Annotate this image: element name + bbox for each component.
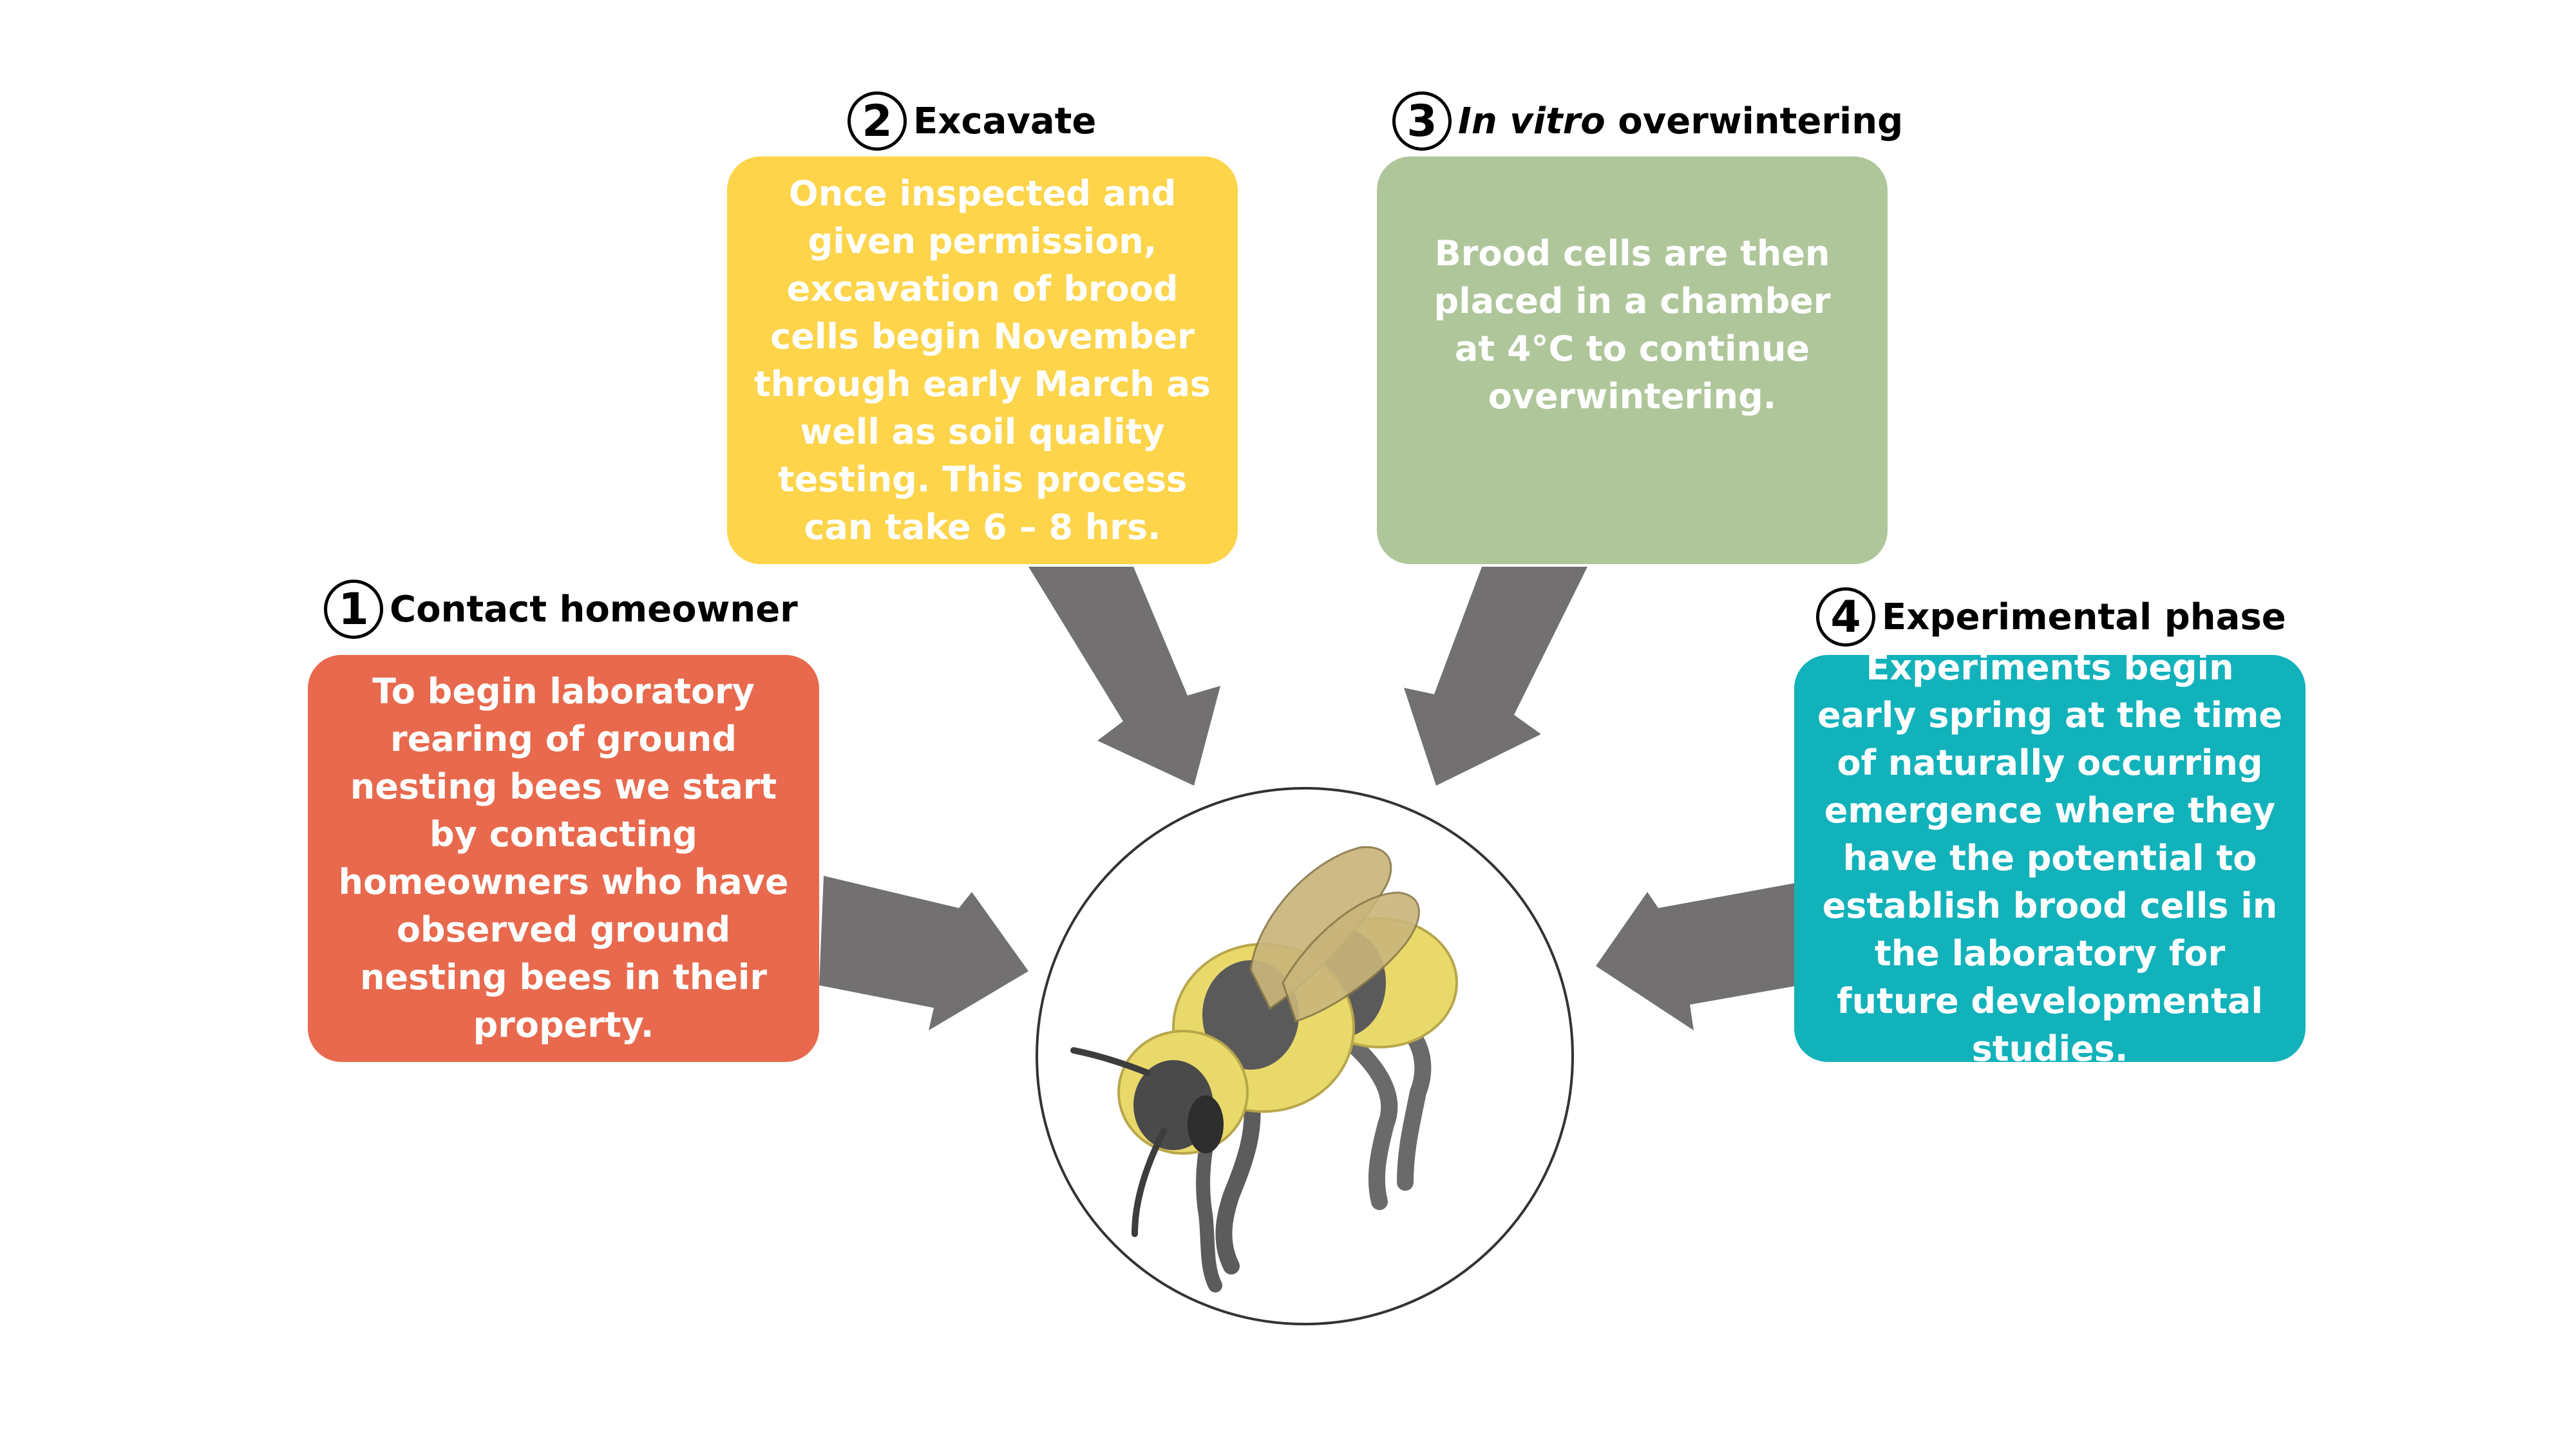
bee-illustration xyxy=(1070,846,1458,1293)
step3-card: Brood cells are then placed in a chamber… xyxy=(1377,156,1888,564)
arrow-step4-to-bee xyxy=(1596,882,1799,1030)
step2-number: 2 xyxy=(848,91,907,151)
bee-antenna xyxy=(1070,1047,1151,1076)
step1-number: 1 xyxy=(324,580,383,639)
step1-text: To begin laboratory rearing of ground ne… xyxy=(338,671,789,1045)
arrow-step2-to-bee xyxy=(1028,567,1220,786)
step4-header: 4 Experimental phase xyxy=(1816,587,2286,647)
step2-header: 2 Excavate xyxy=(848,91,1096,151)
step1-title: Contact homeowner xyxy=(390,588,798,630)
step1-header: 1 Contact homeowner xyxy=(324,580,798,639)
step2-title: Excavate xyxy=(913,100,1097,142)
step2-text: Once inspected and given permission, exc… xyxy=(753,173,1211,547)
step3-title-italic: In vitro xyxy=(1458,100,1605,142)
step4-title: Experimental phase xyxy=(1882,596,2286,638)
step4-card: Experiments begin early spring at the ti… xyxy=(1794,647,2306,1069)
step4-text: Experiments begin early spring at the ti… xyxy=(1817,647,2282,1069)
bee-eye xyxy=(1188,1095,1224,1153)
step3-header: 3 In vitro overwintering xyxy=(1392,91,1903,151)
bee-leg xyxy=(1332,1026,1398,1210)
bee-image-circle xyxy=(1036,787,1574,1325)
step2-card: Once inspected and given permission, exc… xyxy=(727,156,1238,564)
step3-title-rest: overwintering xyxy=(1605,100,1904,142)
step3-number: 3 xyxy=(1392,91,1452,151)
step1-card: To begin laboratory rearing of ground ne… xyxy=(308,655,819,1062)
bee-leg xyxy=(1215,1084,1261,1274)
bee-wing xyxy=(1282,891,1420,1023)
arrow-step1-to-bee xyxy=(819,876,1028,1030)
step3-title: In vitro overwintering xyxy=(1458,100,1903,142)
bee-antenna xyxy=(1132,1128,1167,1237)
step3-text: Brood cells are then placed in a chamber… xyxy=(1434,232,1831,417)
arrow-step3-to-bee xyxy=(1404,567,1587,786)
step4-number: 4 xyxy=(1816,587,1875,647)
